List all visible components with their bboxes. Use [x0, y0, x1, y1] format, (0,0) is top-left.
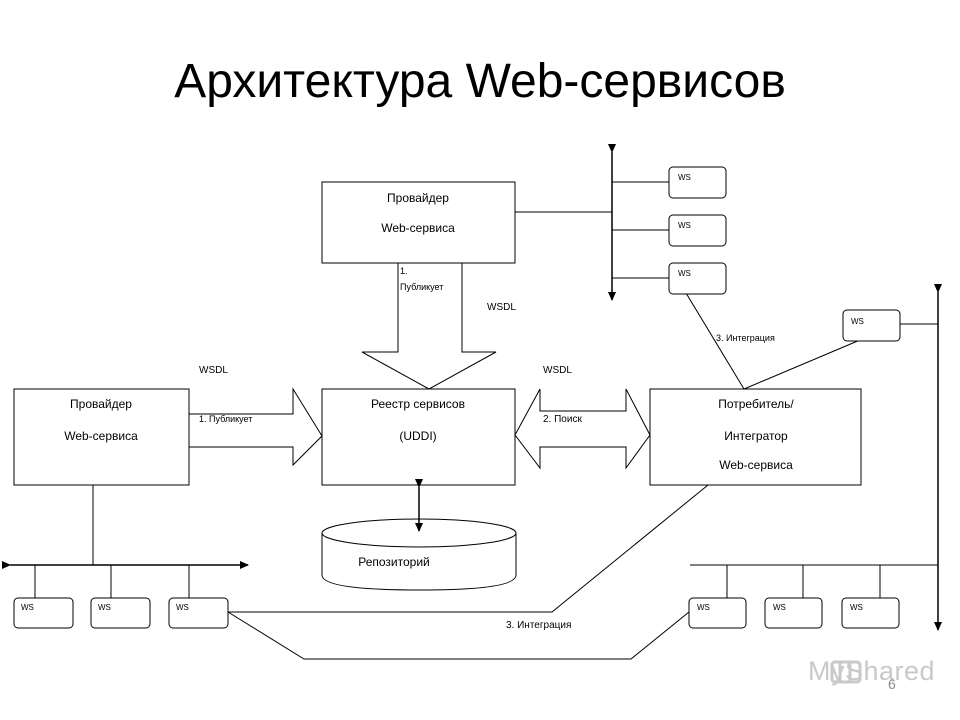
consumer-label-1: Потребитель/: [718, 397, 794, 411]
registry-label-2: (UDDI): [399, 429, 436, 443]
repository-label: Репозиторий: [358, 555, 430, 569]
search-label: 2. Поиск: [543, 414, 582, 425]
wsdl-right-label: WSDL: [543, 365, 572, 376]
publish-top-label-1: 1.: [400, 266, 408, 276]
consumer-box: [649, 388, 862, 486]
publish-left-label: 1. Публикует: [199, 414, 252, 424]
provider-top-label-1: Провайдер: [387, 191, 449, 205]
provider-left-label-1: Провайдер: [70, 397, 132, 411]
integration-bottom-line-2: [227, 611, 690, 660]
publish-right-arrow: [189, 387, 323, 467]
consumer-label-2: Интегратор: [724, 429, 788, 443]
provider-top-label-2: Web-сервиса: [381, 221, 455, 235]
integration-top-line: [685, 292, 745, 390]
watermark-logo-icon: [830, 660, 862, 684]
integration-bottom-label: 3. Интеграция: [506, 620, 571, 631]
ws-box-top-2: [668, 214, 727, 247]
ws-label-top-2: WS: [678, 221, 691, 230]
provider-left-label-2: Web-сервиса: [64, 429, 138, 443]
ws-label-bottom-left-2: WS: [98, 603, 111, 612]
wsdl-top-label: WSDL: [487, 302, 516, 313]
ws-box-top-1: [668, 166, 727, 199]
watermark-text: MyShared: [808, 656, 936, 686]
ws-label-bottom-right-2: WS: [773, 603, 786, 612]
ws-label-top-1: WS: [678, 173, 691, 182]
ws-box-bottom-left-2: [90, 597, 151, 629]
page-title: Архитектура Web-сервисов: [174, 55, 786, 108]
wsdl-left-label: WSDL: [199, 365, 228, 376]
ws-box-right: [842, 309, 901, 342]
ws-label-top-3: WS: [678, 269, 691, 278]
ws-box-bottom-left-3: [168, 597, 229, 629]
integration-bottom-line-1: [228, 484, 709, 613]
ws-box-top-3: [668, 262, 727, 295]
publish-top-label-2: Публикует: [400, 282, 443, 292]
ws-label-right: WS: [851, 317, 864, 326]
ws-label-bottom-right-1: WS: [697, 603, 710, 612]
ws-box-bottom-left-1: [13, 597, 74, 629]
registry-label-1: Реестр сервисов: [371, 397, 465, 411]
provider-top-box: [321, 181, 516, 264]
search-double-arrow: [514, 388, 651, 470]
ws-box-bottom-right-1: [688, 597, 747, 629]
publish-down-arrow: [361, 263, 497, 390]
integration-top-label: 3. Интеграция: [716, 333, 775, 343]
page-number: 6: [888, 676, 896, 692]
consumer-label-3: Web-сервиса: [719, 458, 793, 472]
ws-label-bottom-left-3: WS: [176, 603, 189, 612]
provider-left-box: [13, 388, 190, 486]
ws-box-bottom-right-2: [764, 597, 823, 629]
ws-label-bottom-right-3: WS: [850, 603, 863, 612]
ws-label-bottom-left-1: WS: [21, 603, 34, 612]
repository-cylinder: [321, 518, 517, 591]
ws-box-bottom-right-3: [841, 597, 900, 629]
